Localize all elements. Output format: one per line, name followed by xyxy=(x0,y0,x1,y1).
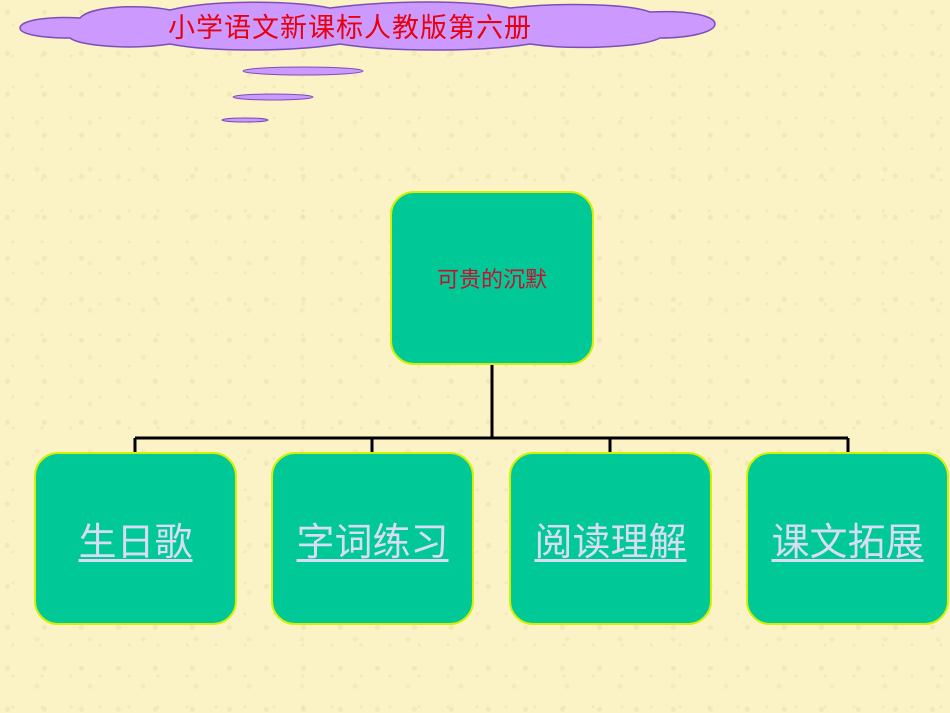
link-text-extension[interactable]: 课文拓展 xyxy=(771,520,924,564)
banner-title: 小学语文新课标人教版第六册 xyxy=(168,13,532,44)
child-node-extension[interactable]: 课文拓展 xyxy=(746,452,949,625)
child-node-word-practice[interactable]: 字词练习 xyxy=(271,452,474,625)
child-node-birthday-song[interactable]: 生日歌 xyxy=(34,452,237,625)
link-word-practice[interactable]: 字词练习 xyxy=(296,520,449,564)
root-node: 可贵的沉默 xyxy=(390,191,594,365)
link-birthday-song[interactable]: 生日歌 xyxy=(78,520,193,564)
cloud-trail-ellipses xyxy=(221,66,364,123)
root-node-label: 可贵的沉默 xyxy=(436,268,547,293)
title-banner: 小学语文新课标人教版第六册 xyxy=(10,0,720,52)
child-node-reading[interactable]: 阅读理解 xyxy=(509,452,712,625)
cloud-banner-shape xyxy=(19,1,716,51)
link-reading-comprehension[interactable]: 阅读理解 xyxy=(534,520,687,564)
